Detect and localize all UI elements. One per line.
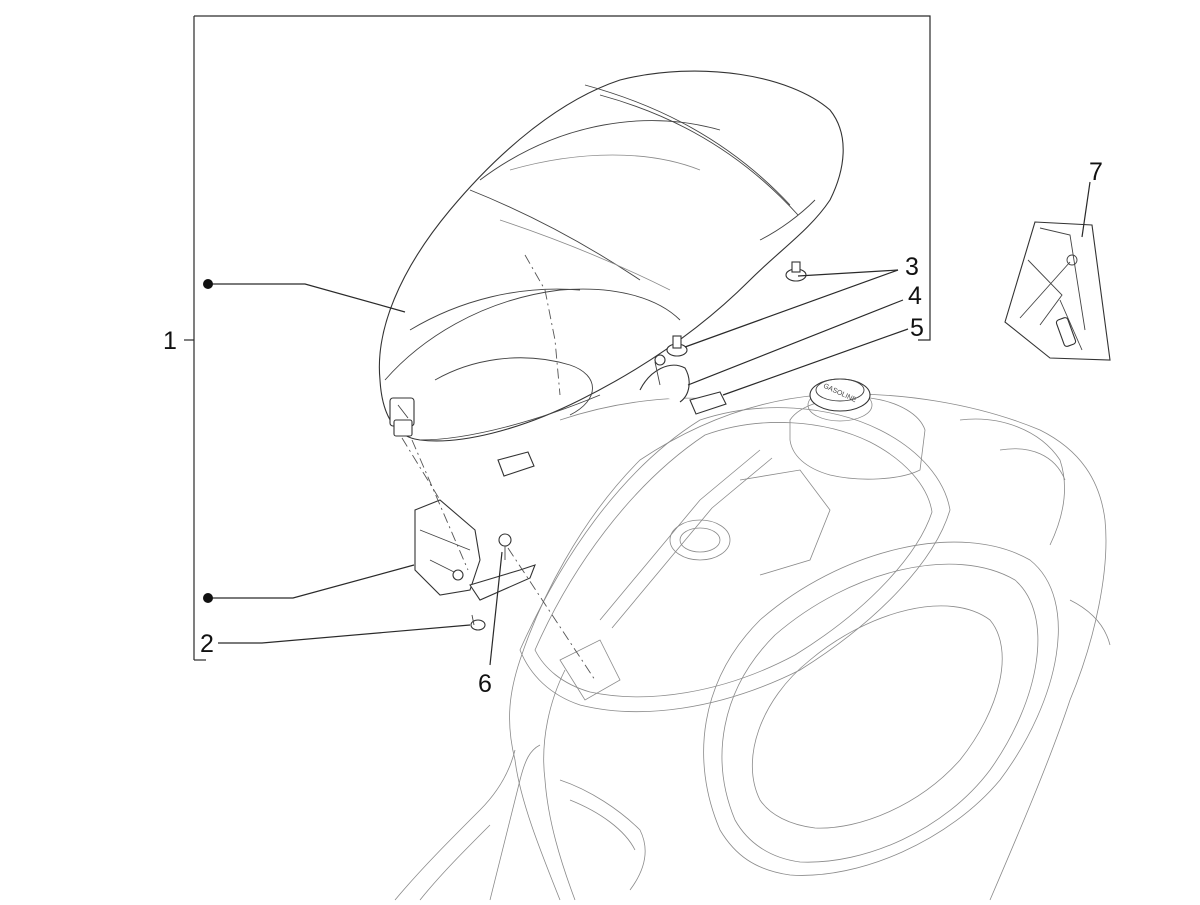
- part-3-rubber-buffer: [666, 261, 807, 357]
- callout-6: 6: [478, 670, 492, 698]
- part-2-screw: [470, 614, 486, 631]
- dot-marker: [203, 593, 213, 603]
- callout-4: 4: [908, 282, 922, 310]
- seat-hinge: [414, 499, 536, 601]
- part-6-bolt: [498, 533, 512, 560]
- callout-7: 7: [1089, 158, 1103, 186]
- part-4-clip: [639, 354, 690, 403]
- leader-lines: [210, 181, 1091, 666]
- part-7-tool-kit: [1004, 221, 1111, 361]
- dot-marker: [203, 279, 213, 289]
- assembly-bracket: [184, 15, 931, 661]
- callout-2: 2: [200, 630, 214, 658]
- callout-5: 5: [910, 314, 924, 342]
- fuel-cap: GASOLINE: [809, 378, 871, 412]
- dot-markers: [203, 279, 213, 603]
- callout-3: 3: [905, 253, 919, 281]
- assembly-lines: [401, 254, 596, 681]
- callout-1: 1: [163, 327, 177, 355]
- part-5-rubber-pad: [497, 391, 727, 477]
- seat: [378, 70, 844, 442]
